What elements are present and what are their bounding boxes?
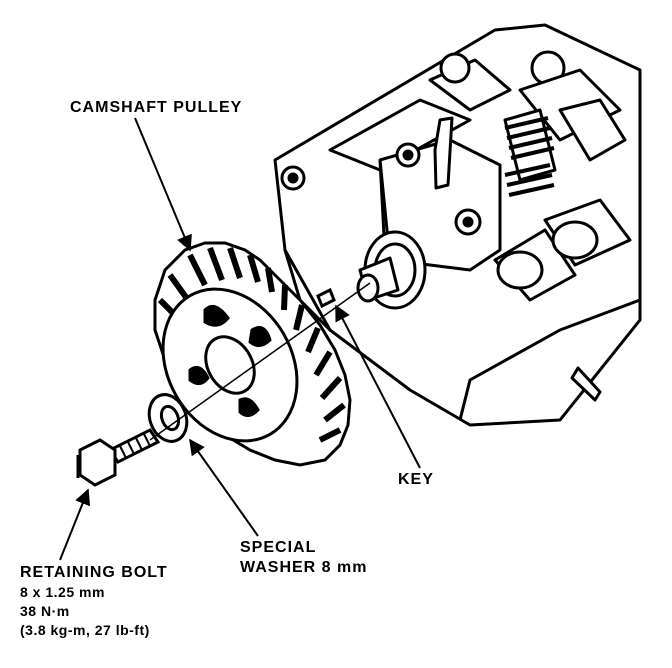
retaining-bolt-title: RETAINING BOLT: [20, 564, 168, 581]
camshaft-pulley-part: [153, 241, 352, 467]
key-label: KEY: [398, 471, 434, 488]
assembly-axis: [149, 282, 371, 441]
bolt-torque-alt: (3.8 kg-m, 27 lb-ft): [20, 622, 150, 638]
special-washer-part: [147, 393, 189, 443]
leader-lines: [59, 117, 421, 561]
special-washer-label: SPECIAL WASHER 8 mm: [240, 538, 367, 578]
bolt-torque: 38 N·m: [20, 603, 70, 619]
special-washer-label-line2: WASHER 8 mm: [240, 559, 368, 576]
leader-washer: [189, 438, 259, 537]
cylinder-head: [273, 23, 642, 427]
camshaft-pulley-label: CAMSHAFT PULLEY: [70, 99, 243, 116]
retaining-bolt-part: [76, 428, 161, 487]
special-washer-label-line1: SPECIAL: [240, 539, 317, 556]
leader-key: [335, 304, 421, 469]
retaining-bolt-label: RETAINING BOLT 8 x 1.25 mm 38 N·m (3.8 k…: [20, 563, 168, 640]
bolt-size: 8 x 1.25 mm: [20, 584, 105, 600]
leader-bolt: [59, 488, 91, 561]
leader-pulley: [134, 117, 192, 252]
key-part: [316, 287, 336, 309]
